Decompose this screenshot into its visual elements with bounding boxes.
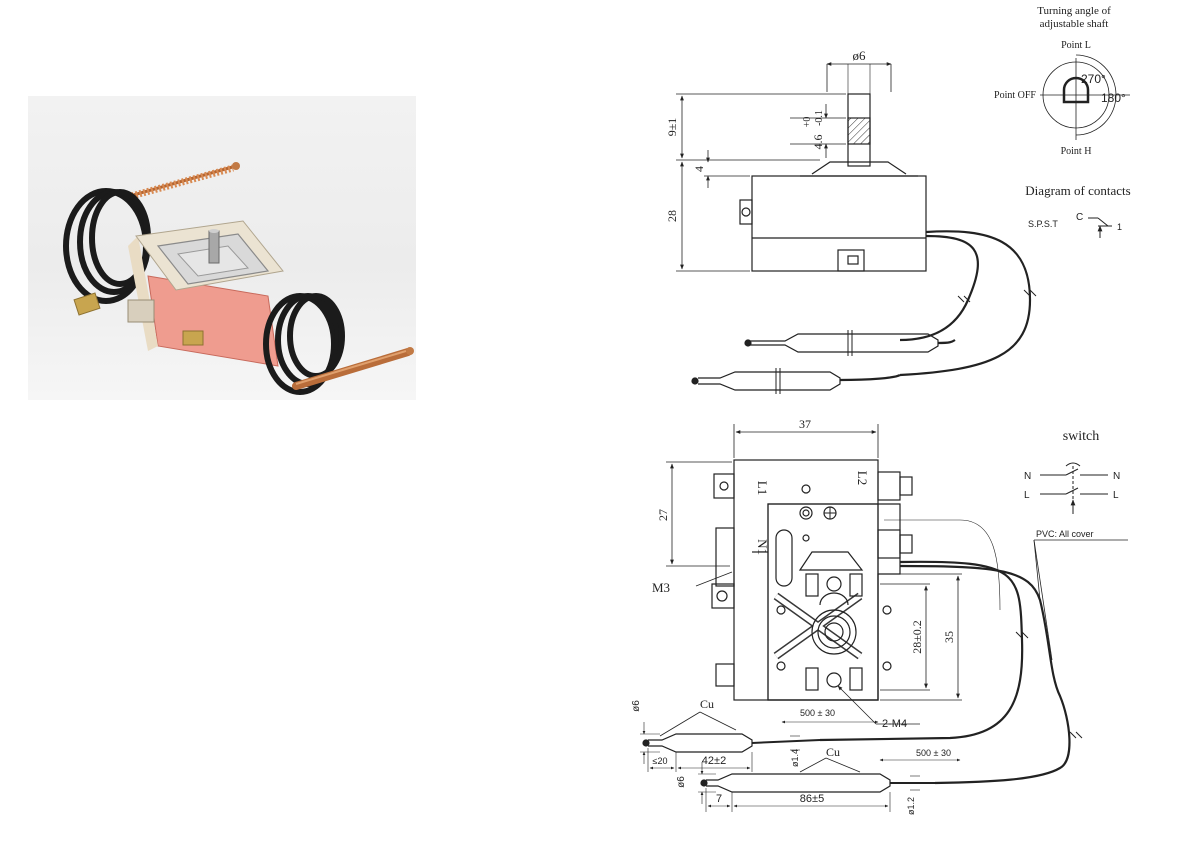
dim-width: 37 [799,417,811,431]
switch-l-right: L [1113,490,1119,501]
product-photo [28,96,416,400]
dim-height-upper: 27 [656,509,670,521]
angle-180-label: 180° [1101,91,1126,105]
dim-len-42: 42±2 [702,755,726,767]
switch-l-left: L [1024,490,1030,501]
angle-270-label: 270° [1081,72,1106,86]
dim-height-35: 35 [942,631,956,643]
dim-shaft-flat: 4.6 [811,135,825,150]
switch-n-left: N [1024,471,1031,482]
dim-hole-pitch: 28±0.2 [910,620,924,654]
switch-n-right: N [1113,471,1120,482]
top-view [676,62,1037,394]
dim-cable-500-b: 500 ± 30 [916,748,951,758]
dim-bulb-dia-b: ø6 [676,776,687,788]
shaft-flat-hatch [847,117,871,145]
thermostat-product-photo-icon [63,162,414,395]
dim-len-7: 7 [716,793,722,805]
spst-symbol [1088,217,1112,238]
front-view [640,424,1128,812]
dim-len-86: 86±5 [800,793,824,805]
dim-shaft-diameter: ø6 [853,48,867,63]
dim-collar-height: 4 [692,166,706,172]
switch-title: switch [1063,429,1100,444]
contact-1-label: 1 [1117,222,1122,232]
switch-symbol [1040,462,1108,514]
dim-bulb-dia-a: ø6 [631,700,642,712]
point-off-label: Point OFF [994,90,1036,101]
spst-label: S.P.S.T [1028,219,1058,229]
screw-m3-label: M3 [652,580,670,595]
thermostat-body-top [751,175,927,272]
contact-c-label: C [1076,212,1083,223]
dim-shaft-flat-lower-tol: -0.1 [814,110,825,126]
point-l-label: Point L [1061,40,1091,51]
cu-label-b: Cu [826,745,840,759]
holes-2m4-label: 2-M4 [882,718,907,730]
cu-label-a: Cu [700,697,714,711]
dim-dia-14: ø1.4 [790,749,800,767]
point-h-label: Point H [1061,146,1092,157]
dim-body-height: 28 [665,210,679,222]
dim-shaft-flat-upper-tol: +0 [802,117,813,128]
terminal-l2-label: L2 [855,471,870,485]
turning-angle-title-2: adjustable shaft [1040,18,1109,30]
contacts-title: Diagram of contacts [1025,183,1130,198]
turning-angle-title-1: Turning angle of [1037,5,1111,17]
dim-dia-12: ø1.2 [906,797,916,815]
dim-cable-500-a: 500 ± 30 [800,708,835,718]
terminal-l1-label: L1 [755,481,770,495]
turning-angle-diagram [1040,54,1130,140]
dim-height-total: 9±1 [665,118,679,137]
pvc-label: PVC: All cover [1036,529,1094,539]
dim-len-20: ≤20 [653,756,668,766]
terminal-n1-label: N1 [755,539,770,555]
